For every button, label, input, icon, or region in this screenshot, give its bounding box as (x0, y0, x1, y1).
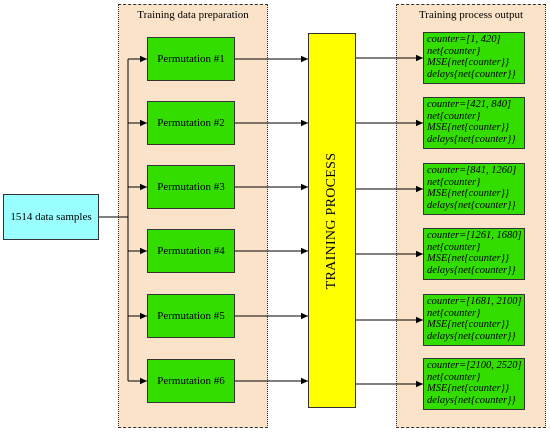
delays-text: delays{net{counter}} (427, 394, 516, 406)
net-text: net{counter} (427, 241, 481, 253)
net-text: net{counter} (427, 45, 481, 57)
output-box-1: counter=[1, 420] net{counter} MSE{net{co… (423, 32, 525, 84)
mse-text: MSE{net{counter}} (427, 383, 510, 394)
permutation-label: Permutation #4 (157, 245, 225, 257)
mse-text: MSE{net{counter}} (427, 319, 510, 330)
permutation-box-5: Permutation #5 (147, 294, 235, 338)
counter-range-text: counter=[1261, 1680] (427, 230, 522, 241)
permutation-box-6: Permutation #6 (147, 359, 235, 403)
delays-text: delays{net{counter}} (427, 264, 516, 276)
delays-text: delays{net{counter}} (427, 133, 516, 145)
permutation-box-1: Permutation #1 (147, 37, 235, 81)
preparation-panel-title: Training data preparation (137, 9, 249, 21)
counter-range-text: counter=[421, 840] (427, 99, 512, 110)
data-samples-box: 1514 data samples (3, 194, 99, 240)
output-box-3: counter=[841, 1260] net{counter} MSE{net… (423, 163, 525, 215)
permutation-label: Permutation #3 (157, 181, 225, 193)
delays-text: delays{net{counter}} (427, 199, 516, 211)
training-process-box: TRAINING PROCESS (308, 33, 356, 408)
delays-text: delays{net{counter}} (427, 330, 516, 342)
permutation-box-2: Permutation #2 (147, 101, 235, 145)
training-process-label: TRAINING PROCESS (324, 152, 339, 289)
permutation-label: Permutation #5 (157, 310, 225, 322)
permutation-label: Permutation #1 (157, 53, 225, 65)
counter-range-text: counter=[841, 1260] (427, 165, 517, 176)
output-panel-title: Training process output (418, 9, 524, 21)
permutation-box-4: Permutation #4 (147, 229, 235, 273)
net-text: net{counter} (427, 371, 481, 383)
permutation-box-3: Permutation #3 (147, 165, 235, 209)
permutation-label: Permutation #6 (157, 375, 225, 387)
delays-text: delays{net{counter}} (427, 68, 516, 80)
counter-range-text: counter=[1681, 2100] (427, 296, 522, 307)
counter-range-text: counter=[2100, 2520] (427, 360, 522, 371)
output-box-6: counter=[2100, 2520] net{counter} MSE{ne… (423, 358, 525, 410)
output-box-2: counter=[421, 840] net{counter} MSE{net{… (423, 97, 525, 149)
mse-text: MSE{net{counter}} (427, 57, 510, 68)
output-box-4: counter=[1261, 1680] net{counter} MSE{ne… (423, 228, 525, 280)
net-text: net{counter} (427, 307, 481, 319)
output-box-5: counter=[1681, 2100] net{counter} MSE{ne… (423, 294, 525, 346)
net-text: net{counter} (427, 176, 481, 188)
mse-text: MSE{net{counter}} (427, 122, 510, 133)
data-samples-label: 1514 data samples (10, 211, 92, 223)
counter-range-text: counter=[1, 420] (427, 34, 501, 45)
mse-text: MSE{net{counter}} (427, 253, 510, 264)
net-text: net{counter} (427, 110, 481, 122)
permutation-label: Permutation #2 (157, 117, 225, 129)
mse-text: MSE{net{counter}} (427, 188, 510, 199)
